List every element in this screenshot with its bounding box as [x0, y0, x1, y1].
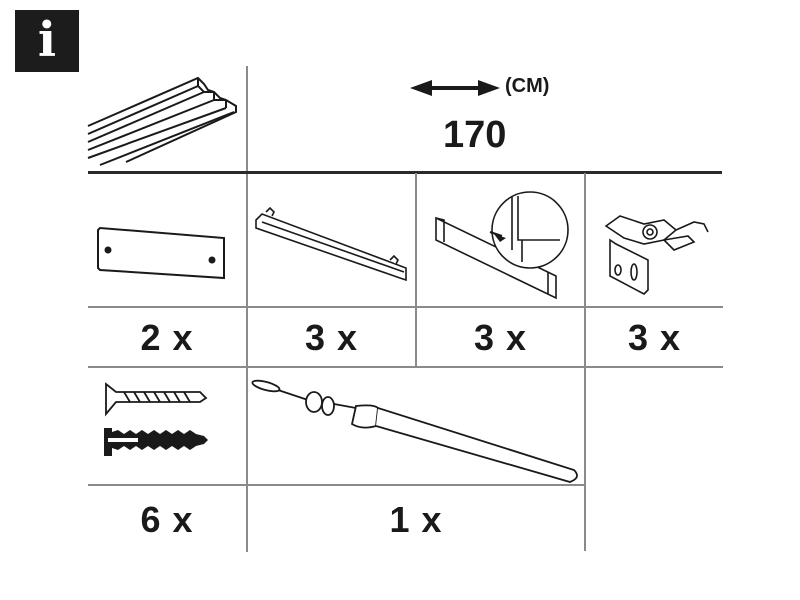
quantity-end-cap-plate: 2 x — [140, 317, 194, 358]
info-icon: i — [37, 12, 57, 68]
header-divider — [88, 171, 722, 174]
row1-bottom-divider — [88, 366, 723, 368]
draw-wand-image — [251, 379, 578, 483]
info-badge: i — [15, 10, 79, 72]
row1-image-divider — [88, 306, 723, 308]
panel-slat-with-detail-image — [435, 191, 569, 300]
quantity-panel-slat: 3 x — [473, 317, 528, 358]
dimension-length-value: 170 — [443, 114, 507, 156]
quantity-draw-wand: 1 x — [389, 499, 443, 540]
glider-runner-image — [255, 206, 407, 282]
grid-divider-vertical-1 — [246, 66, 248, 552]
dimension-unit-label: (CM) — [505, 75, 550, 97]
quantity-glider-runner: 3 x — [304, 317, 359, 358]
screws-and-wall-plugs-image — [104, 382, 208, 456]
grid-divider-vertical-2 — [415, 173, 417, 367]
double-arrow-horizontal-icon — [410, 80, 500, 96]
row2-image-divider — [88, 484, 584, 486]
quantity-screws-and-wall-plugs: 6 x — [140, 499, 194, 540]
curtain-track-rail-image — [87, 76, 237, 166]
end-cap-plate-image — [97, 226, 225, 280]
quantity-ceiling-bracket: 3 x — [627, 317, 682, 358]
ceiling-bracket-image — [604, 215, 709, 295]
grid-divider-vertical-3 — [584, 173, 586, 551]
